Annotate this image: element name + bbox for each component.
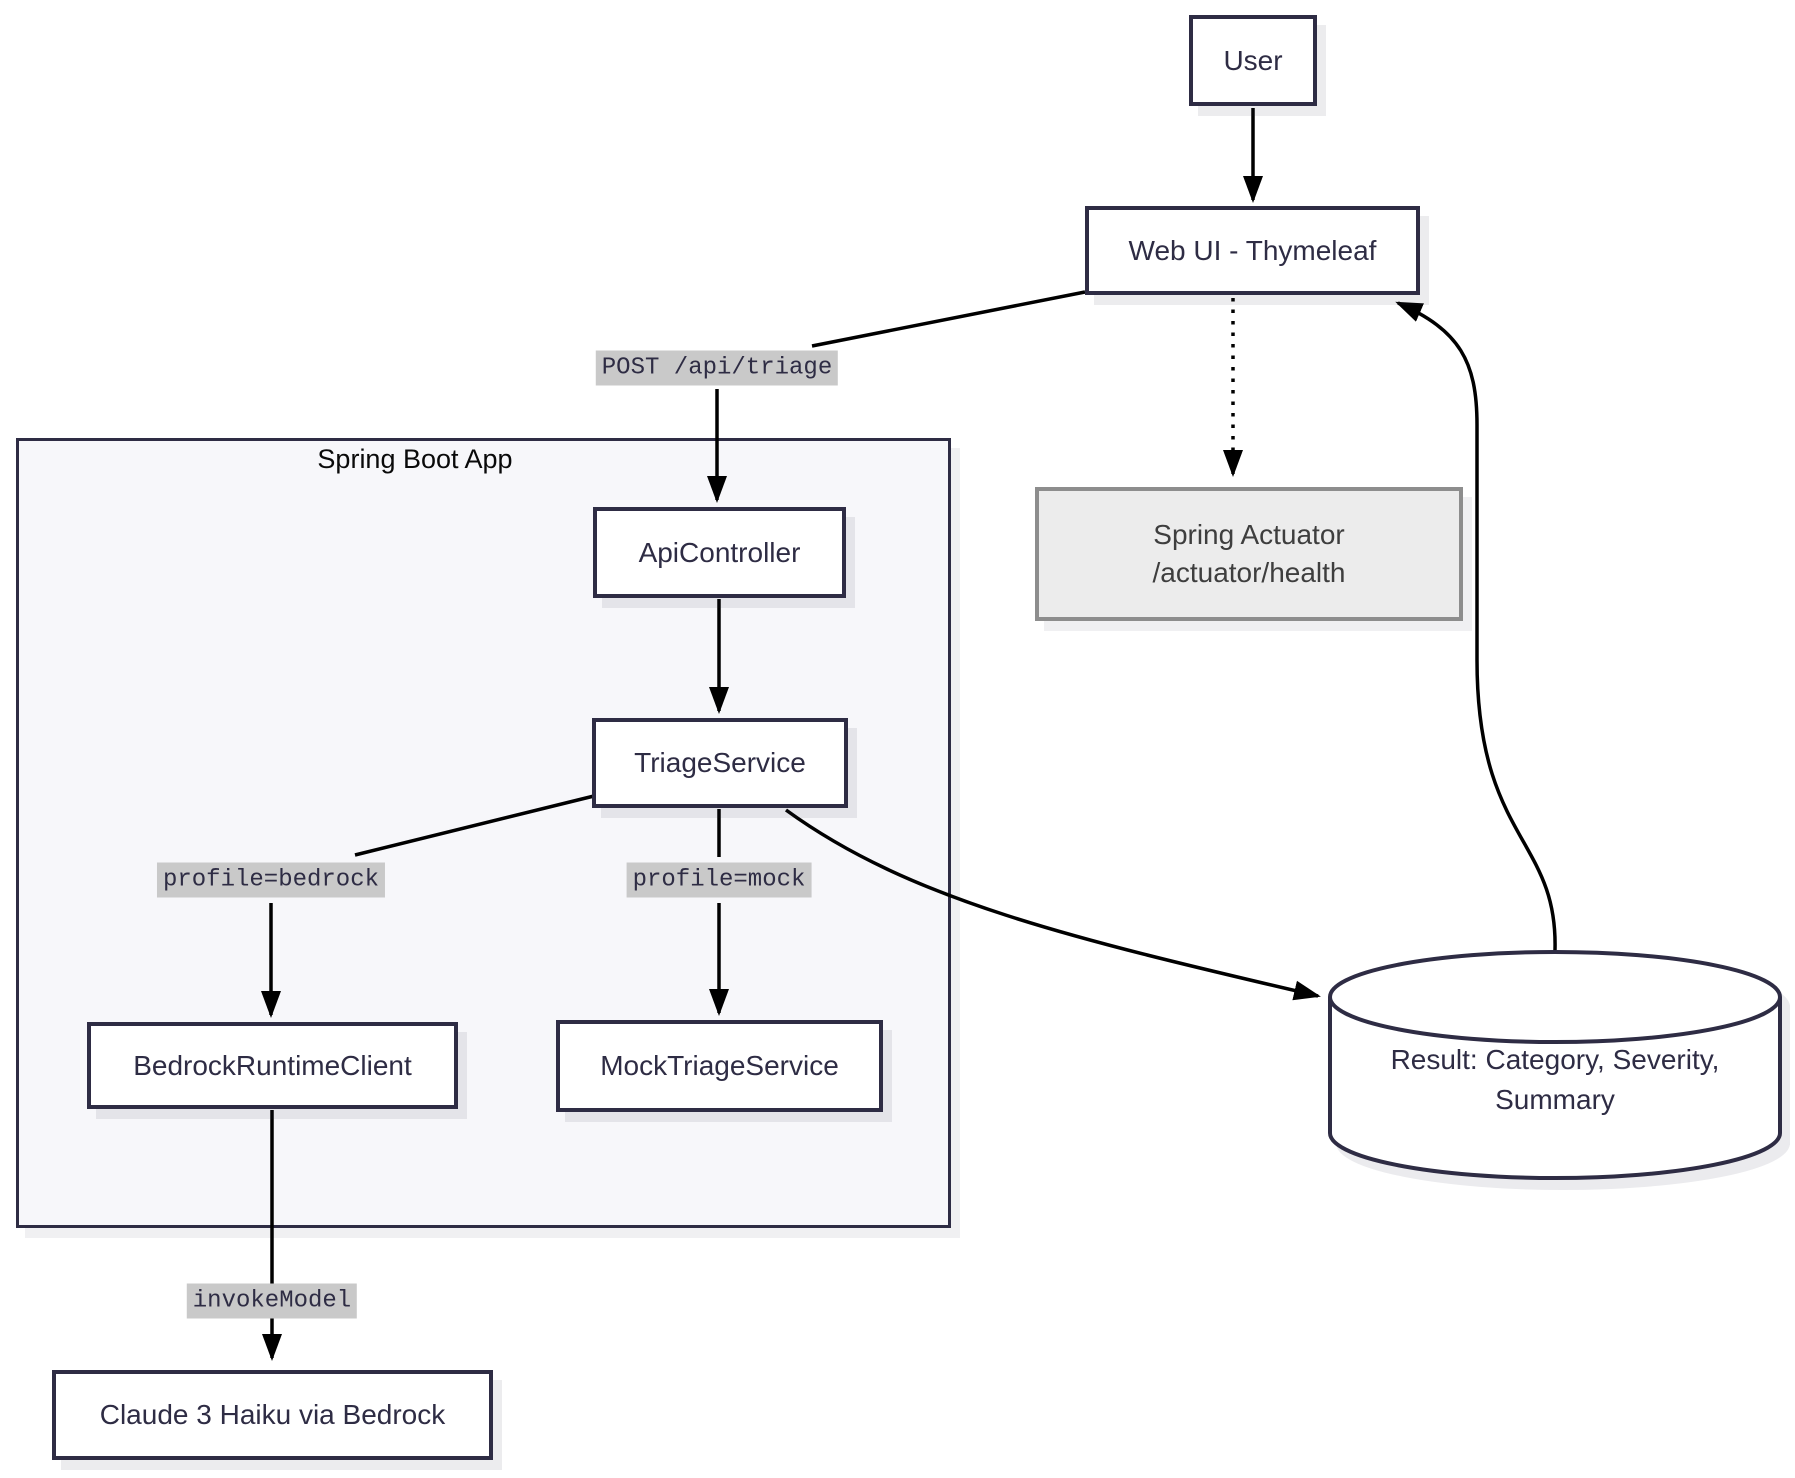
mock-triage-service-node-label: MockTriageService: [600, 1050, 839, 1081]
spring-boot-app-label: Spring Boot App: [317, 444, 513, 474]
edge-triageservice-to-result: [784, 808, 1321, 1001]
claude-model-node-label: Claude 3 Haiku via Bedrock: [99, 1399, 446, 1430]
spring-actuator-node: Spring Actuator /actuator/health: [1035, 487, 1463, 621]
bedrock-runtime-client-node-label: BedrockRuntimeClient: [133, 1049, 412, 1081]
api-controller-node: ApiController: [593, 507, 846, 598]
spring-actuator-line1: Spring Actuator: [1153, 519, 1345, 550]
edge-label-profile-mock: profile=mock: [626, 862, 812, 898]
result-database-line2: Summary: [1495, 1084, 1615, 1115]
result-database-line1: Result: Category, Severity,: [1390, 1044, 1720, 1075]
mock-triage-service-node: MockTriageService: [556, 1020, 883, 1112]
edge-label-post-api-triage: POST /api/triage: [595, 350, 839, 386]
user-node-label: User: [1223, 44, 1283, 76]
api-controller-node-label: ApiController: [638, 536, 801, 568]
result-database-label: Result: Category, Severity, Summary: [1391, 1040, 1720, 1120]
edge-label-invoke-model: invokeModel: [186, 1283, 358, 1319]
edge-triageservice-to-bedrock-label: [354, 794, 595, 857]
spring-actuator-line2: /actuator/health: [1152, 557, 1346, 588]
user-node: User: [1189, 15, 1317, 106]
edge-webui-to-post-label: [811, 290, 1086, 348]
web-ui-node-label: Web UI - Thymeleaf: [1128, 234, 1377, 266]
result-database-cylinder: [1328, 950, 1790, 1190]
edge-label-profile-bedrock: profile=bedrock: [156, 862, 386, 898]
triage-service-node-label: TriageService: [634, 747, 806, 778]
triage-service-node: TriageService: [592, 718, 848, 808]
web-ui-node: Web UI - Thymeleaf: [1085, 206, 1420, 295]
claude-model-node: Claude 3 Haiku via Bedrock: [52, 1370, 493, 1460]
edge-result-to-webui: [1395, 301, 1557, 951]
bedrock-runtime-client-node: BedrockRuntimeClient: [87, 1022, 458, 1109]
